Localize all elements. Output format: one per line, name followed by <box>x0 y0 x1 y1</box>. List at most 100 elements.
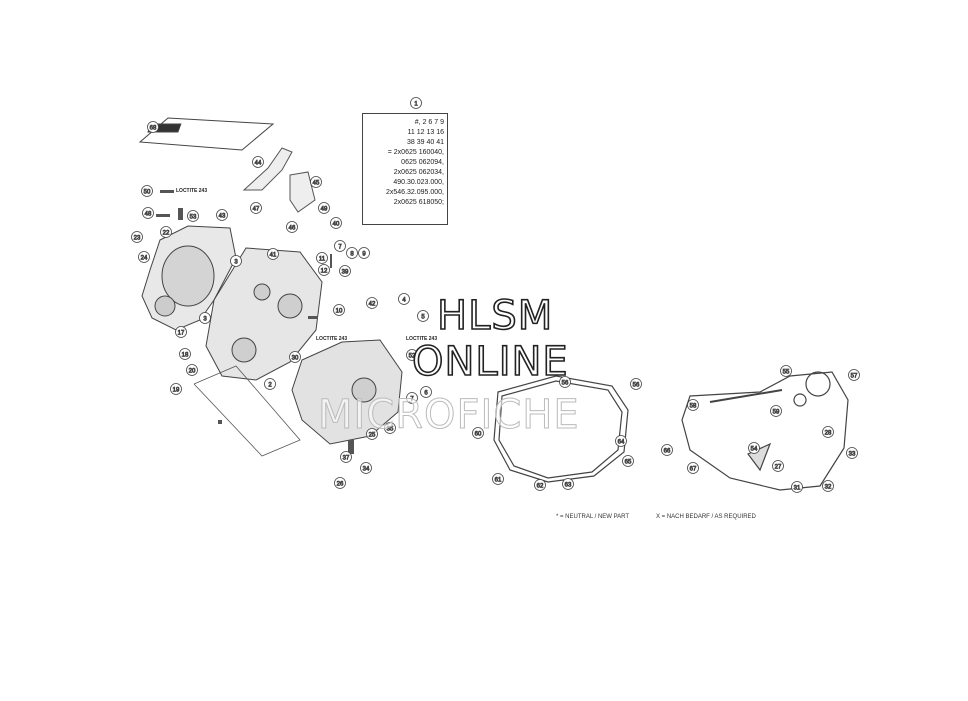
footnote-new-part: * = NEUTRAL / NEW PART <box>556 514 630 520</box>
kit-line: 490.30.023.000, <box>393 179 444 186</box>
callout-67 <box>687 462 699 474</box>
callout-42 <box>366 297 378 309</box>
callout-65 <box>622 455 634 467</box>
callout-47 <box>250 202 262 214</box>
callout-27 <box>772 460 784 472</box>
callout-number: 48 <box>145 211 152 217</box>
callout-number: 66 <box>664 448 671 454</box>
bolt-parts <box>156 190 354 454</box>
manual-booklet-drawing <box>138 117 275 151</box>
callout-number: 53 <box>190 214 197 220</box>
callout-8 <box>346 247 358 259</box>
callout-32 <box>822 480 834 492</box>
callout-20 <box>186 364 198 376</box>
callout-number: 55 <box>783 369 790 375</box>
callout-41 <box>267 248 279 260</box>
clutch-cover-drawing <box>141 225 237 331</box>
callout-33 <box>846 447 858 459</box>
callout-39 <box>339 265 351 277</box>
callout-31 <box>791 481 803 493</box>
callout-number: 26 <box>337 481 344 487</box>
callout-number: 17 <box>178 330 185 336</box>
callout-number: 52 <box>409 353 416 359</box>
callout-number: 46 <box>289 225 296 231</box>
callout-50 <box>141 185 153 197</box>
crankcase-half-left-drawing <box>205 247 323 381</box>
callout-55 <box>780 365 792 377</box>
callout-52 <box>406 349 418 361</box>
loctite-label: LOCTITE 243 <box>406 336 438 342</box>
callout-number: 44 <box>255 160 262 166</box>
callout-3 <box>230 255 242 267</box>
callout-number: 7 <box>410 396 414 402</box>
kit-line: #, 2 6 7 9 <box>414 119 444 126</box>
clutch-gasket-drawing <box>493 375 629 483</box>
callout-24 <box>138 251 150 263</box>
callout-number: 8 <box>350 251 354 257</box>
callout-54 <box>748 442 760 454</box>
callout-number: 57 <box>851 373 858 379</box>
callout-number: 39 <box>342 269 349 275</box>
callout-56b <box>630 378 642 390</box>
callout-number: 2 <box>268 382 272 388</box>
callout-23 <box>131 231 143 243</box>
callout-17 <box>175 326 187 338</box>
callout-12 <box>318 264 330 276</box>
callout-26 <box>334 477 346 489</box>
callout-number: 4 <box>402 297 406 303</box>
callout-number: 40 <box>333 221 340 227</box>
callout-43 <box>216 209 228 221</box>
callout-number: 60 <box>475 431 482 437</box>
callout-number: 18 <box>182 352 189 358</box>
callout-number: 33 <box>849 451 856 457</box>
kit-line: 11 12 13 16 <box>407 129 444 136</box>
callout-59 <box>770 405 782 417</box>
callout-3b <box>199 312 211 324</box>
watermark-line-3: MICROFICHE <box>318 392 580 438</box>
kit-line: 0625 062094, <box>401 159 444 166</box>
callout-number: 24 <box>141 255 148 261</box>
callout-number: 63 <box>565 482 572 488</box>
callout-9 <box>358 247 370 259</box>
watermark-line-1: HLSM <box>436 293 554 339</box>
callout-44 <box>252 156 264 168</box>
callout-number: 3 <box>234 259 238 265</box>
callout-28 <box>822 426 834 438</box>
callout-number: 32 <box>825 484 832 490</box>
footnote-as-required: X = NACH BEDARF / AS REQUIRED <box>656 514 756 520</box>
kit-line: 2x546.32.095.000, <box>386 189 444 196</box>
callout-number: 41 <box>270 252 277 258</box>
callout-number: 64 <box>618 439 625 445</box>
callout-19 <box>170 383 182 395</box>
callout-25 <box>366 428 378 440</box>
loctite-label: LOCTITE 243 <box>316 336 348 342</box>
callout-49 <box>318 202 330 214</box>
bracket-parts <box>242 147 316 213</box>
callout-64 <box>615 435 627 447</box>
callout-number: 65 <box>625 459 632 465</box>
callout-number: 43 <box>219 213 226 219</box>
callout-45 <box>310 176 322 188</box>
callout-number: 23 <box>134 235 141 241</box>
callout-6 <box>420 386 432 398</box>
callout-number: 11 <box>319 256 326 262</box>
callout-66 <box>661 444 673 456</box>
loctite-label: LOCTITE 243 <box>176 188 208 194</box>
gasket-kit-box: #, 2 6 7 9 11 12 13 16 38 39 40 41 = 2x0… <box>362 113 448 225</box>
callout-5 <box>417 310 429 322</box>
callout-18 <box>179 348 191 360</box>
callout-number: 3 <box>203 316 207 322</box>
callout-37 <box>340 451 352 463</box>
callout-30 <box>289 351 301 363</box>
callout-1 <box>410 97 422 109</box>
ignition-gasket-drawing <box>681 371 849 491</box>
callout-number: 6 <box>424 390 428 396</box>
callout-number: 45 <box>313 180 320 186</box>
callout-63 <box>562 478 574 490</box>
callout-number: 47 <box>253 206 260 212</box>
callout-number: 19 <box>173 387 180 393</box>
callout-number: 20 <box>189 368 196 374</box>
callout-62 <box>534 479 546 491</box>
callout-number: 37 <box>343 455 350 461</box>
